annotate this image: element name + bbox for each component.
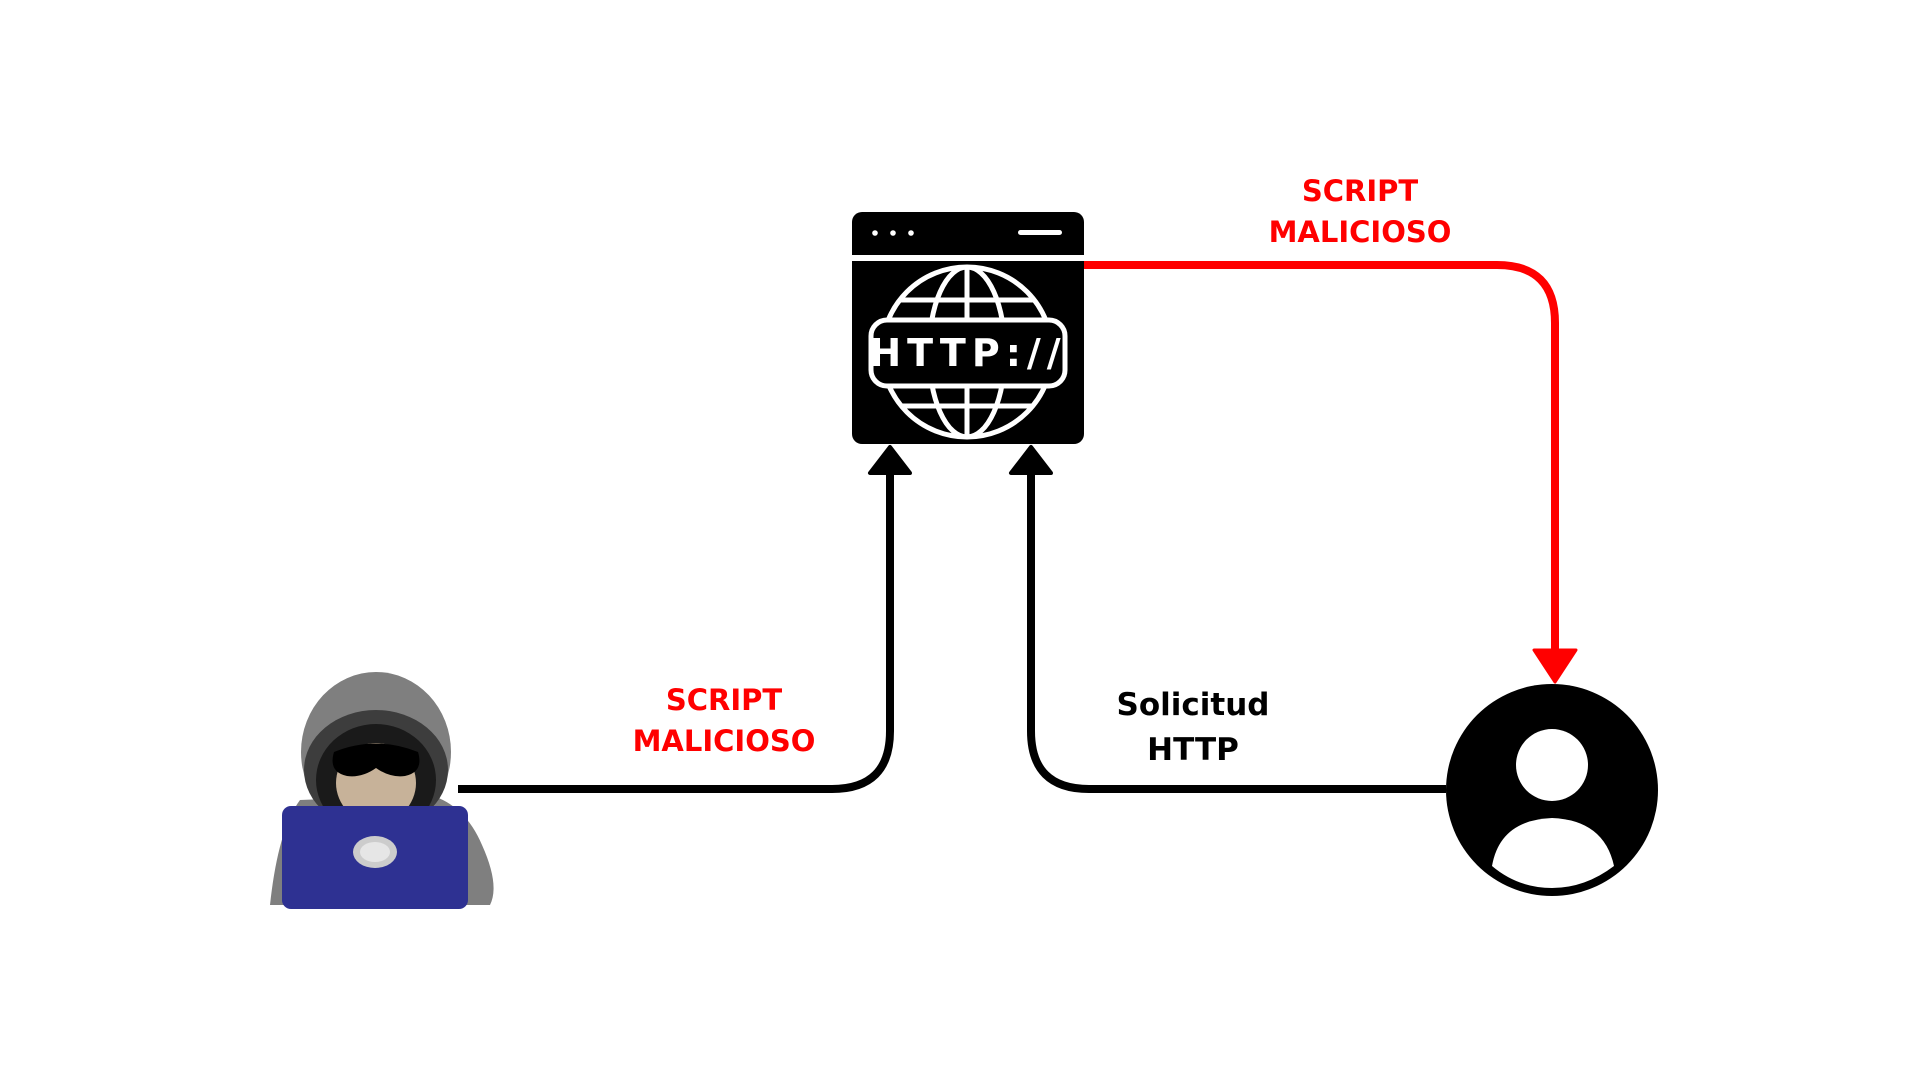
user-avatar-icon <box>1446 684 1658 896</box>
http-globe-icon: HTTP:// <box>852 212 1084 444</box>
label-server-to-user: SCRIPT MALICIOSO <box>1269 174 1452 249</box>
connector-attacker-to-server <box>458 445 912 793</box>
arrowhead <box>1009 445 1053 475</box>
http-text: HTTP:// <box>869 331 1066 375</box>
label-line: Solicitud <box>1117 687 1270 723</box>
label-line: MALICIOSO <box>1269 215 1452 249</box>
arrowhead <box>868 445 912 475</box>
label-line: MALICIOSO <box>633 724 816 758</box>
connector-server-to-user <box>1084 261 1578 684</box>
hacker-icon <box>270 672 494 909</box>
label-attacker-to-server: SCRIPT MALICIOSO <box>633 683 816 758</box>
label-line: HTTP <box>1147 732 1239 768</box>
label-line: SCRIPT <box>666 683 783 717</box>
label-user-to-server: Solicitud HTTP <box>1117 687 1270 768</box>
label-line: SCRIPT <box>1302 174 1419 208</box>
arrowhead <box>1532 648 1578 684</box>
connector-user-to-server <box>1009 445 1446 793</box>
